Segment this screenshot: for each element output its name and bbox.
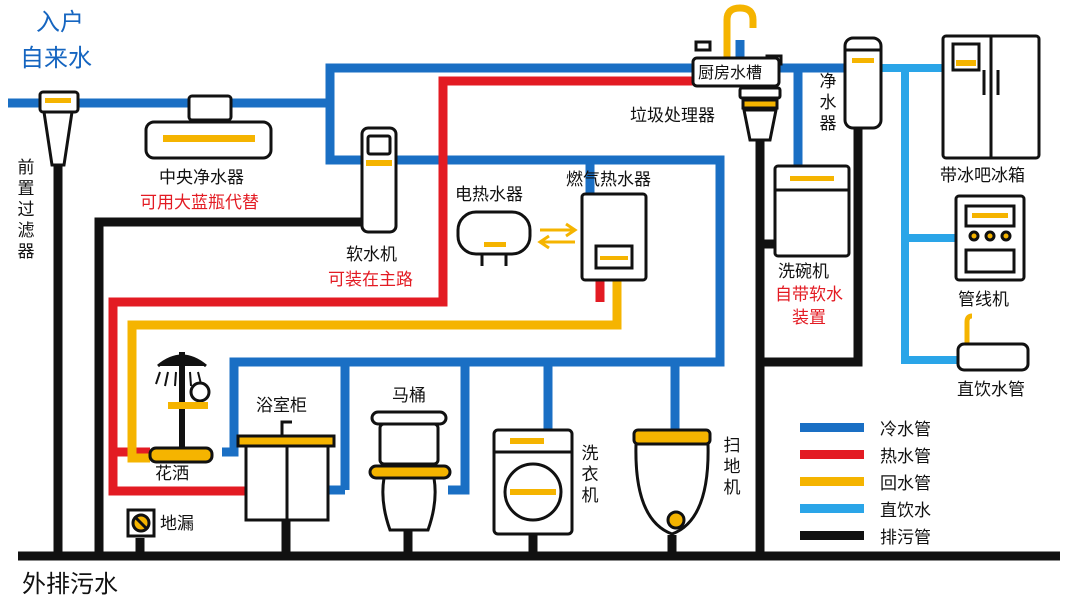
toilet-icon: [368, 410, 452, 532]
washer-label: 洗衣机: [581, 444, 599, 506]
disposer-label: 垃圾处理器: [630, 106, 715, 126]
softener-note: 可装在主路: [328, 270, 413, 290]
central-purifier-note: 可用大蓝瓶代替: [140, 193, 259, 213]
legend-item-drinking: 直饮水: [800, 495, 931, 521]
legend-swatch-cold: [800, 422, 864, 432]
fridge-icon: [941, 34, 1041, 160]
dishwasher-icon: [773, 164, 851, 258]
pipeline-machine-label: 管线机: [958, 290, 1009, 310]
fridge-label: 带冰吧冰箱: [940, 166, 1025, 186]
softener-icon: [360, 126, 398, 234]
legend-item-return: 回水管: [800, 468, 931, 494]
water-purifier-label: 净水器: [819, 72, 837, 134]
legend-label-cold: 冷水管: [880, 419, 931, 440]
disposer-icon: [738, 86, 782, 142]
bath-cabinet-icon: [236, 420, 336, 522]
floor-drain-icon: [126, 508, 156, 538]
legend-label-sewage: 排污管: [880, 527, 931, 548]
legend-item-hot: 热水管: [800, 441, 931, 467]
legend-label-drinking: 直饮水: [880, 500, 931, 521]
pipeline-machine-icon: [954, 194, 1026, 282]
bath-cabinet-label: 浴室柜: [256, 396, 307, 416]
legend-swatch-drinking: [800, 503, 864, 513]
prefilter-icon: [38, 90, 80, 167]
legend-label-hot: 热水管: [880, 446, 931, 467]
sweeper-icon: [632, 428, 712, 536]
softener-label: 软水机: [346, 245, 397, 265]
legend-swatch-return: [800, 476, 864, 486]
dishwasher-label: 洗碗机: [778, 262, 829, 282]
drinking-water-pipes: [880, 64, 958, 364]
floor-drain-label: 地漏: [160, 514, 194, 534]
shower-icon: [148, 352, 214, 464]
legend-label-return: 回水管: [880, 473, 931, 494]
sewage-pipes: [18, 125, 1060, 561]
legend-item-cold: 冷水管: [800, 414, 931, 440]
toilet-label: 马桶: [392, 386, 426, 406]
inlet-label-line2: 自来水: [20, 44, 92, 72]
heater-link-arrows: [537, 222, 578, 250]
drinking-tap-icon: [956, 313, 1030, 372]
legend-swatch-sewage: [800, 530, 864, 540]
sweeper-label: 扫地机: [723, 436, 741, 498]
return-water-pipes: [127, 280, 622, 463]
prefilter-label: 前置过滤器: [17, 158, 35, 262]
outlet-label: 外排污水: [22, 570, 118, 598]
shower-label: 花洒: [155, 464, 189, 484]
central-purifier-icon: [144, 94, 273, 160]
inlet-label-line1: 入户: [36, 8, 84, 36]
gas-heater-icon: [580, 192, 648, 282]
central-purifier-label: 中央净水器: [159, 168, 244, 188]
electric-heater-icon: [456, 210, 532, 266]
gas-heater-label: 燃气热水器: [566, 170, 651, 190]
water-purifier-icon: [843, 36, 883, 130]
drinking-tap-label: 直饮水管: [957, 380, 1025, 400]
legend-item-sewage: 排污管: [800, 522, 931, 548]
legend-swatch-hot: [800, 449, 864, 459]
dishwasher-note-1: 自带软水: [775, 285, 843, 305]
dishwasher-note-2: 装置: [792, 308, 826, 328]
electric-heater-label: 电热水器: [455, 185, 523, 205]
kitchen-sink-icon: [691, 56, 781, 88]
washer-icon: [492, 428, 574, 536]
kitchen-sink-label: 厨房水槽: [698, 63, 763, 82]
